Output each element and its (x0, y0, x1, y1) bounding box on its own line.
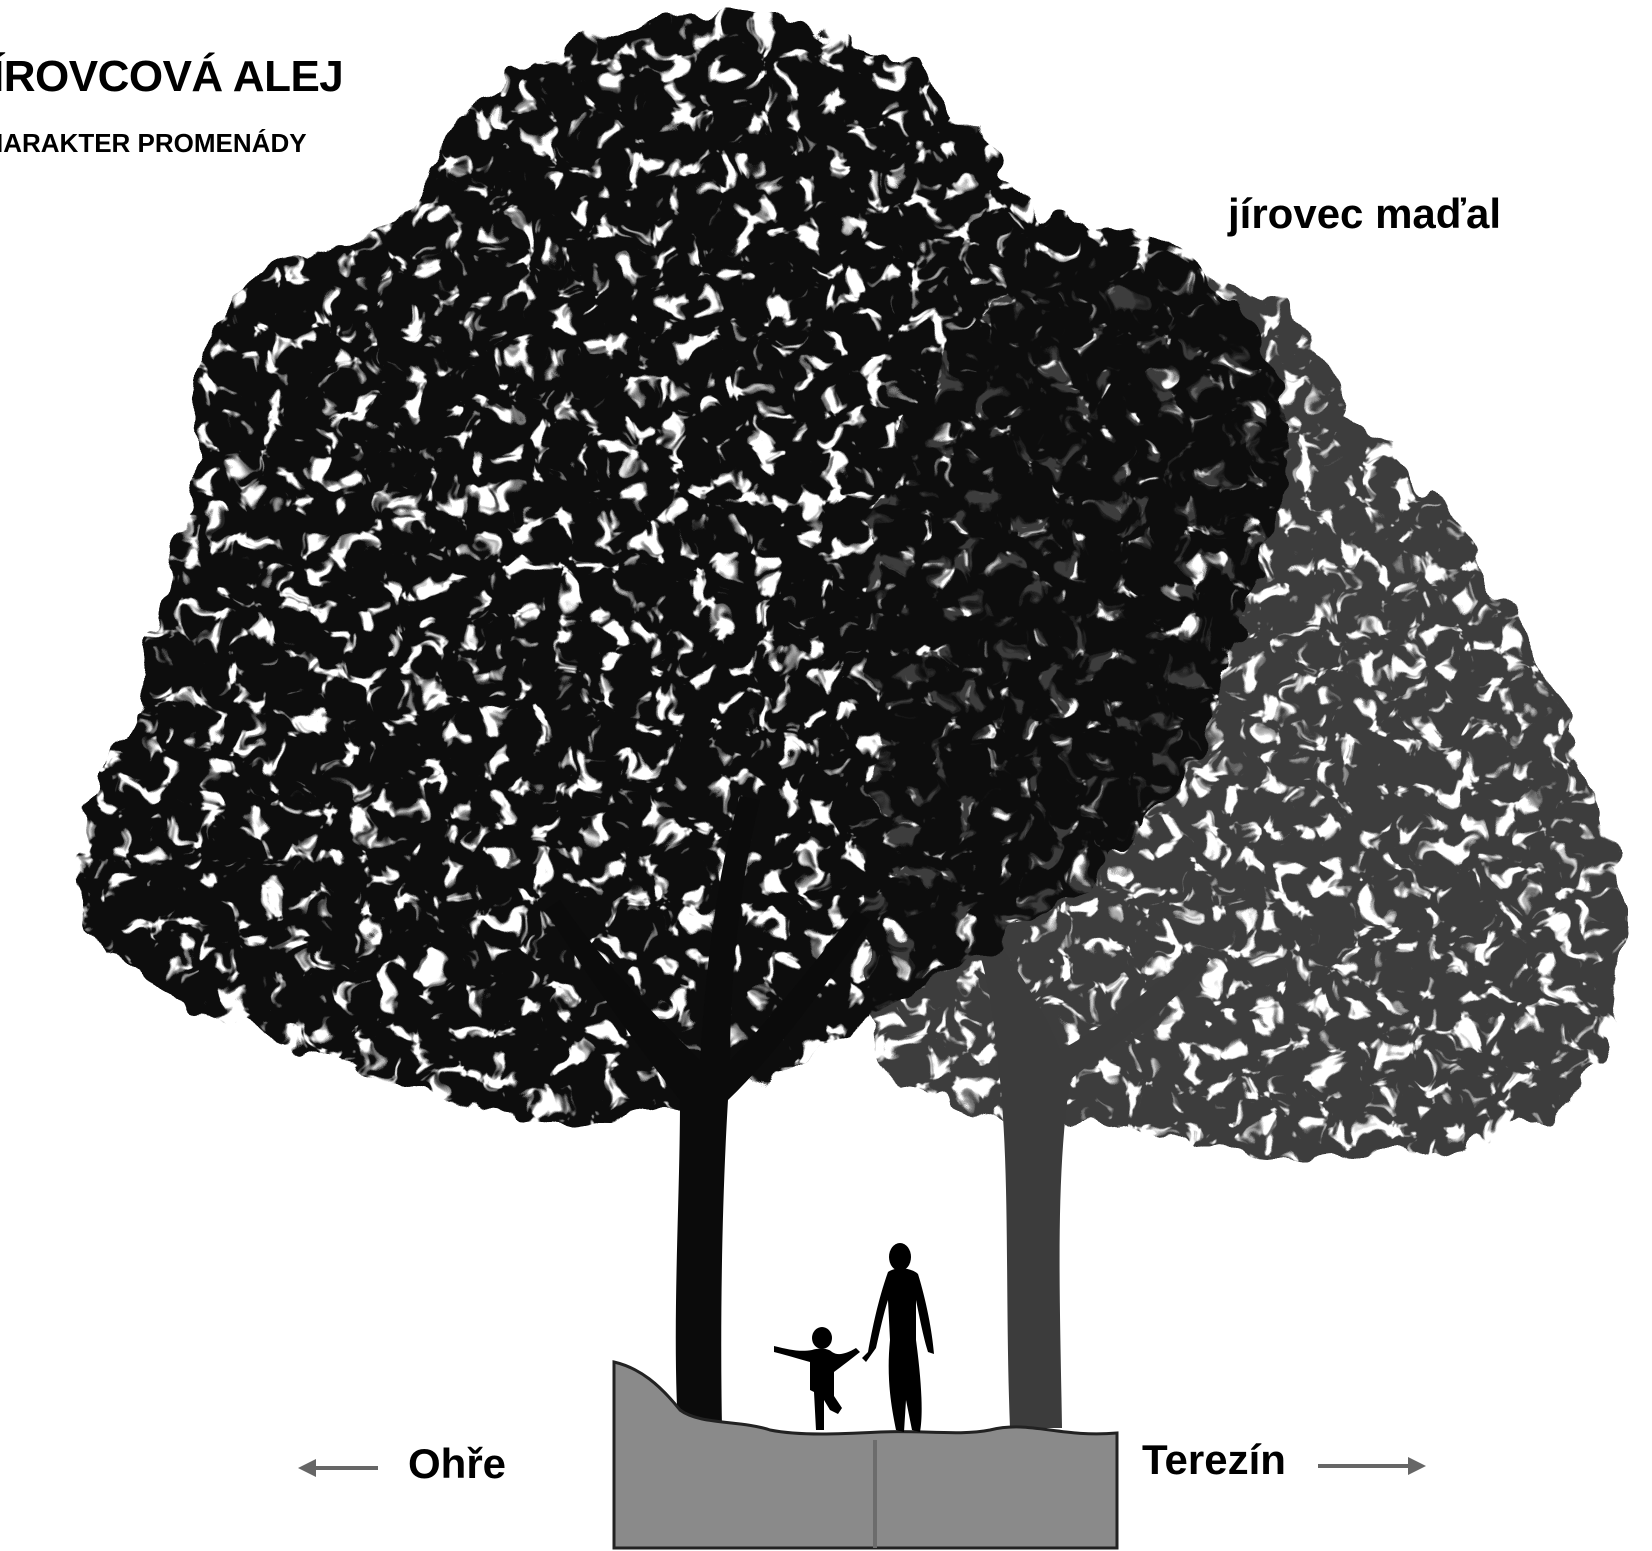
page-subtitle: IARAKTER PROMENÁDY (0, 128, 307, 159)
page-title: ÍROVCOVÁ ALEJ (0, 52, 343, 102)
arrow-left-icon (298, 1459, 378, 1477)
species-label: jírovec maďal (1228, 190, 1501, 238)
direction-left-label: Ohře (408, 1440, 506, 1488)
child-silhouette (774, 1327, 860, 1430)
direction-right-label: Terezín (1142, 1436, 1286, 1484)
people-silhouettes (774, 1243, 934, 1432)
adult-silhouette (862, 1243, 934, 1432)
arrow-right-icon (1318, 1457, 1426, 1475)
front-tree (74, 18, 1288, 1428)
